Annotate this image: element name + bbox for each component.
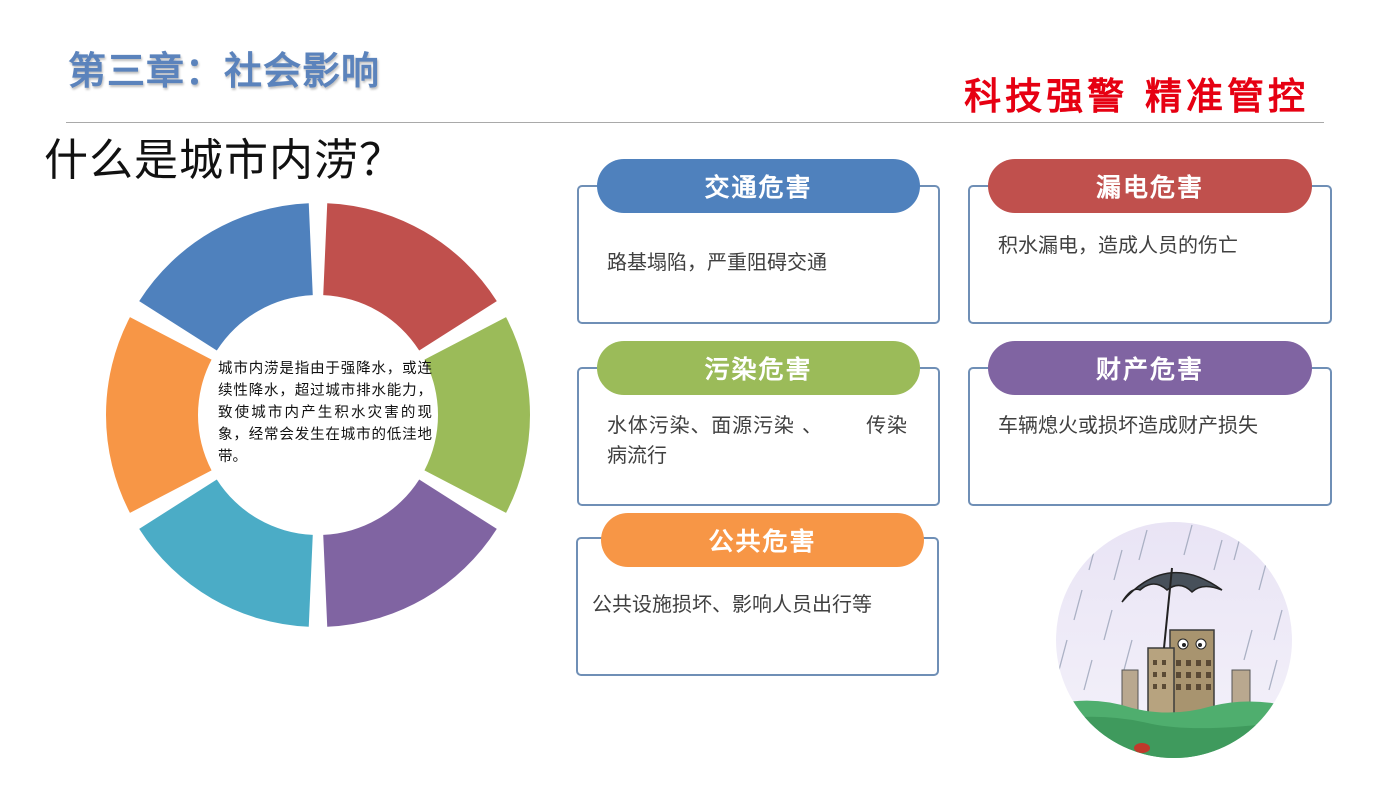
card-public-text: 公共设施损坏、影响人员出行等: [592, 592, 872, 616]
card-traffic-title: 交通危害: [597, 159, 920, 213]
donut-ring: [106, 203, 530, 627]
ring-segment-1: [323, 203, 497, 351]
card-pollution-text: 水体污染、面源污染 、 传染病流行: [607, 413, 907, 467]
page-question: 什么是城市内涝？: [44, 135, 404, 186]
ring-segment-5: [106, 317, 212, 513]
card-pollution-title: 污染危害: [597, 341, 920, 395]
ring-segment-3: [323, 479, 497, 627]
card-property-title: 财产危害: [988, 341, 1312, 395]
slogan: 科技强警 精准管控: [964, 74, 1309, 118]
chapter-title: 第三章：社会影响: [68, 48, 381, 93]
card-traffic-text: 路基塌陷，严重阻碍交通: [607, 250, 827, 274]
header-divider: [66, 122, 1324, 123]
flood-illustration: [1056, 522, 1292, 758]
card-electric-text: 积水漏电，造成人员的伤亡: [998, 233, 1238, 257]
ring-segment-2: [424, 317, 530, 513]
card-electric-title: 漏电危害: [988, 159, 1312, 213]
ring-segment-4: [139, 479, 313, 627]
card-property-text: 车辆熄火或损坏造成财产损失: [998, 413, 1258, 437]
card-public-title: 公共危害: [601, 513, 924, 567]
ring-definition-text: 城市内涝是指由于强降水，或连续性降水，超过城市排水能力，致使城市内产生积水灾害的…: [218, 361, 432, 465]
ring-segment-6: [139, 203, 313, 351]
